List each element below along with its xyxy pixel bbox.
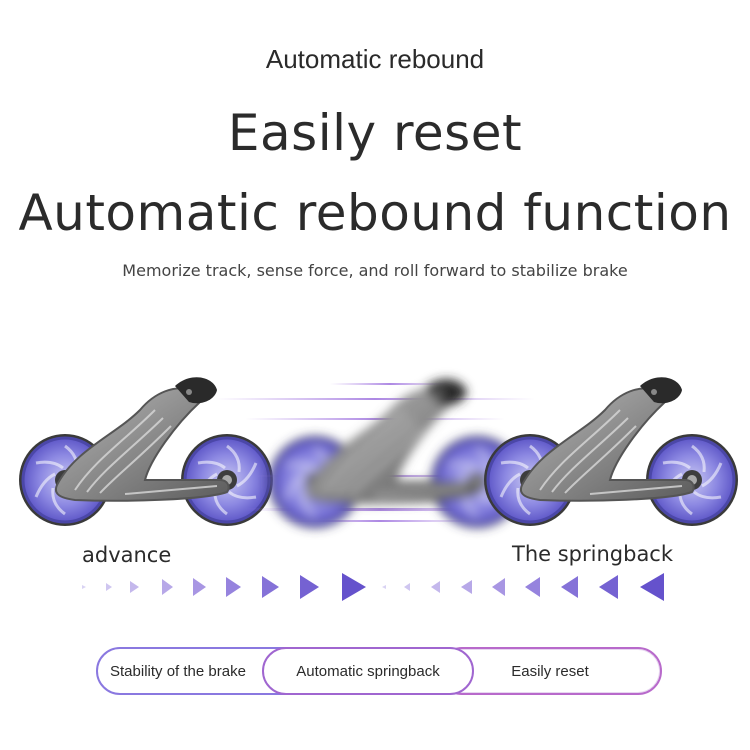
kicker-text: Automatic rebound: [265, 44, 485, 74]
subtitle: Memorize track, sense force, and roll fo…: [122, 261, 628, 280]
roller-center-blurred: [269, 379, 523, 528]
arrows-springback: [382, 573, 664, 601]
pill-label: Stability of the brake: [110, 662, 246, 680]
title-line-2: Automatic rebound function: [18, 184, 732, 242]
label-advance: advance: [82, 543, 172, 567]
arrows-advance: [82, 573, 366, 601]
pill-label: Easily reset: [511, 662, 589, 680]
title-line-1: Easily reset: [227, 104, 523, 162]
label-springback: The springback: [512, 542, 674, 566]
pill-automatic-springback: Automatic springback: [262, 647, 474, 695]
pill-label: Automatic springback: [296, 662, 440, 680]
